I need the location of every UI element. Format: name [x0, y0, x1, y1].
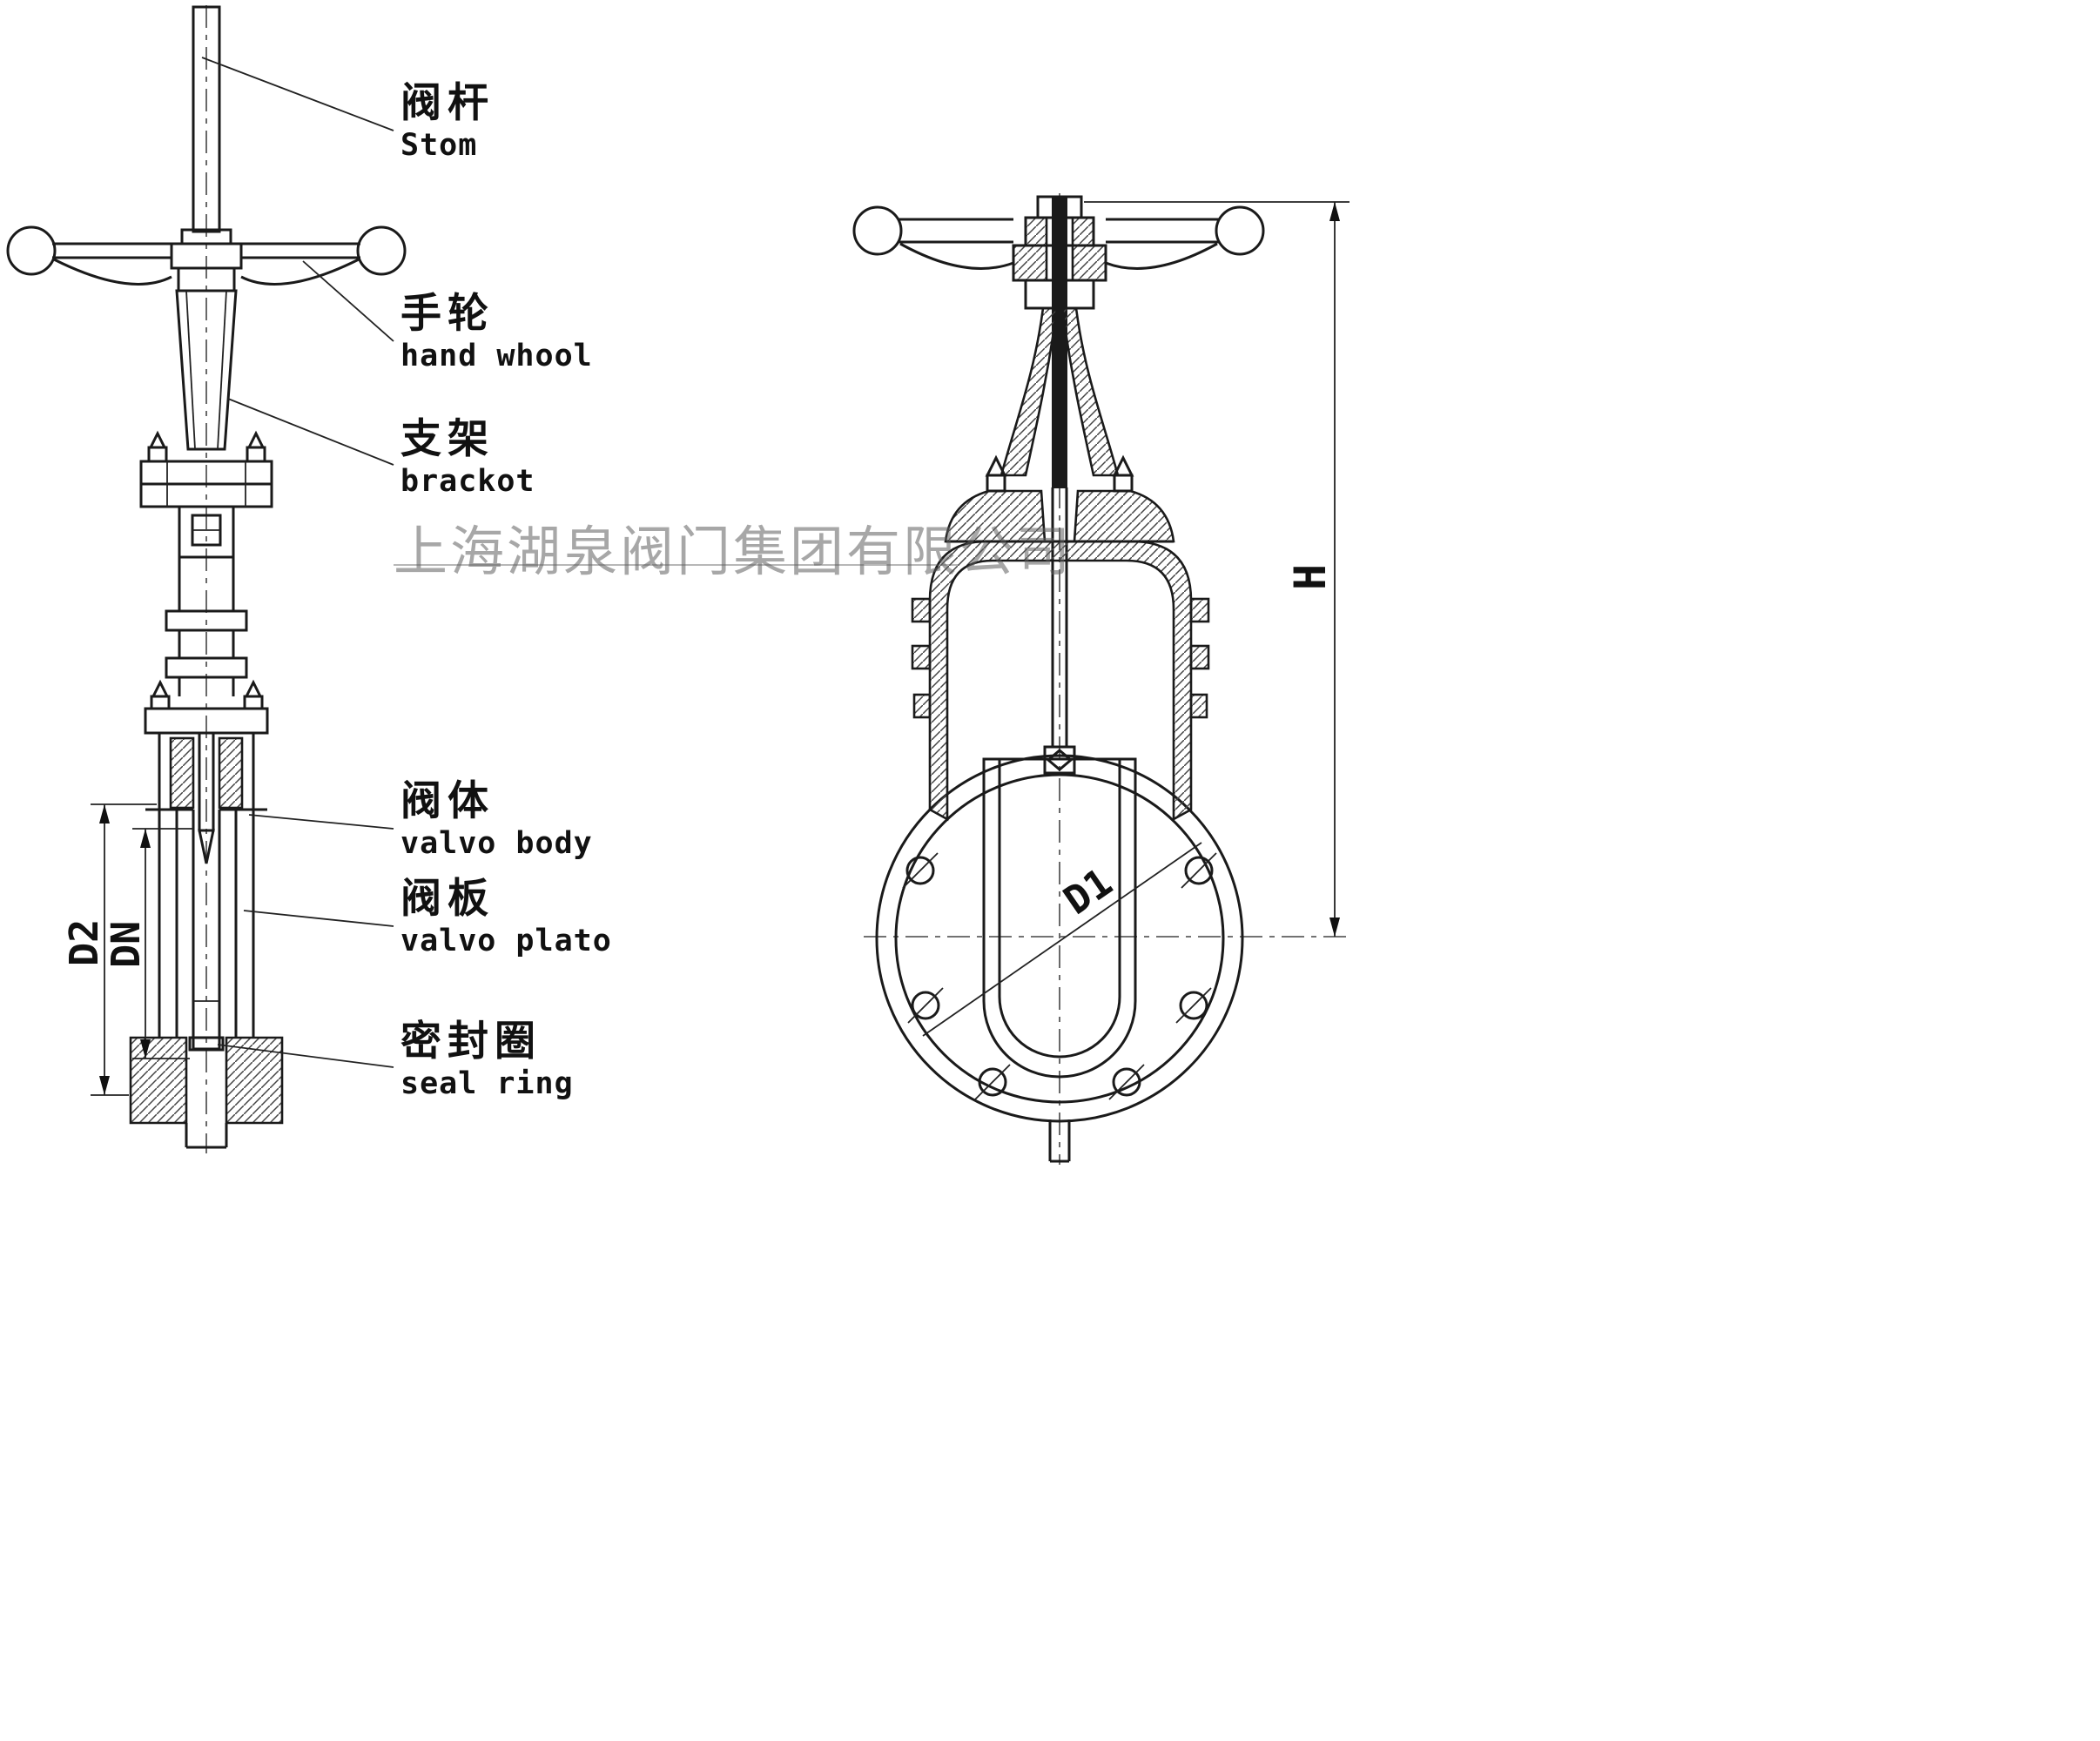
leader-lines [201, 57, 394, 1068]
label-stem-zh: 阀杆 [400, 79, 495, 125]
handwheel-left [6, 225, 407, 292]
label-handwheel-en: hand whool [400, 338, 593, 373]
label-stem-en: Stom [400, 127, 478, 163]
right-view: D1 H [852, 193, 1350, 1165]
label-stem: 阀杆 Stom [400, 80, 495, 166]
label-valve-body: 阀体 valvo body [400, 778, 593, 864]
label-handwheel: 手轮 hand whool [400, 291, 593, 377]
flange-bolt-holes [902, 852, 1217, 1100]
label-valve-body-en: valvo body [400, 825, 593, 861]
dimension-d2: D2 [61, 803, 157, 1096]
packing-right [218, 736, 244, 810]
label-seal-ring: 密封圈 seal ring [400, 1018, 574, 1105]
yoke-right [985, 306, 1134, 493]
dimension-h: H [1084, 201, 1350, 937]
stem-left [192, 5, 221, 233]
label-valve-body-zh: 阀体 [400, 777, 495, 823]
stem-column-left [150, 505, 264, 710]
bonnet-right [944, 489, 1175, 543]
watermark-text: 上海湖泉阀门集团有限公司 [394, 523, 1074, 582]
label-valve-plate-zh: 阀板 [400, 875, 495, 921]
stem-right [1052, 196, 1067, 488]
label-bracket: 支架 brackot [400, 416, 535, 502]
watermark-underline [394, 564, 959, 566]
left-view: D2 DN [6, 5, 407, 1153]
label-bracket-en: brackot [400, 463, 535, 499]
label-valve-plate: 阀板 valvo plato [400, 876, 612, 962]
valve-plate-right [982, 745, 1137, 1079]
label-valve-plate-en: valvo plato [400, 923, 612, 958]
label-bracket-zh: 支架 [400, 415, 495, 461]
watermark: 上海湖泉阀门集团有限公司 [394, 508, 1073, 586]
bottom-spigot-right [1048, 1119, 1071, 1163]
dim-label-dn: DN [103, 921, 149, 968]
dimension-dn: DN [103, 828, 193, 1059]
valve-body-right [911, 540, 1210, 822]
seal-ring-left [188, 1036, 225, 1052]
dimension-d1: D1 [922, 842, 1202, 1037]
dim-label-d1: D1 [1055, 859, 1121, 924]
packing-left [169, 736, 195, 810]
label-seal-ring-en: seal ring [400, 1065, 574, 1101]
dim-label-d2: D2 [61, 919, 107, 966]
handwheel-right [852, 195, 1265, 310]
flange-circle-right [875, 754, 1244, 1123]
dim-label-h: H [1285, 564, 1336, 590]
label-seal-ring-zh: 密封圈 [400, 1018, 542, 1064]
label-handwheel-zh: 手轮 [400, 290, 495, 336]
valve-body-left [144, 707, 269, 1038]
